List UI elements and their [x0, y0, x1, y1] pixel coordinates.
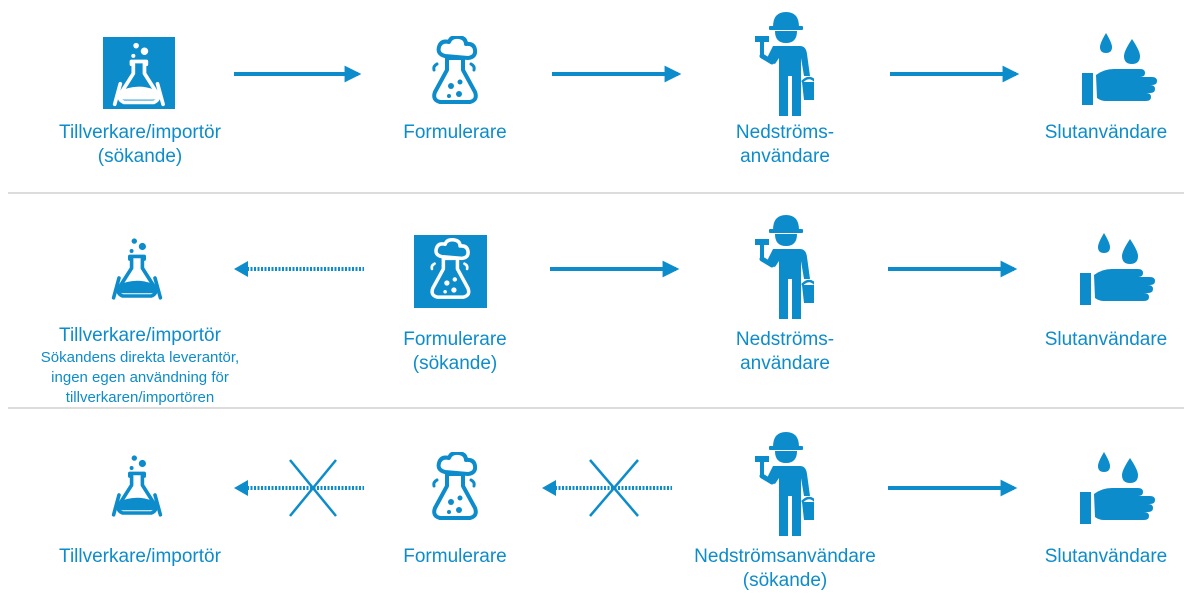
- hand-drops-icon: [1080, 233, 1155, 305]
- label-line: Slutanvändare: [1044, 122, 1168, 143]
- node-label-end-user: Slutanvändare: [1020, 328, 1192, 352]
- worker-icon: [754, 430, 814, 538]
- label-line: Tillverkare/importör: [59, 325, 221, 346]
- label-line: Tillverkare/importör: [59, 546, 221, 567]
- label-line: (sökande): [97, 146, 183, 167]
- flask-boxed-icon-inner: [112, 42, 165, 107]
- node-label-manufacturer: Tillverkare/importör: [10, 324, 270, 348]
- row-divider-1: [8, 192, 1184, 194]
- arrow-right: [552, 65, 682, 83]
- label-line: användare: [740, 353, 830, 374]
- arrow-left-dotted: [234, 261, 364, 277]
- node-label-formulator: Formulerare: [355, 545, 555, 569]
- label-line: Tillverkare/importör: [59, 122, 221, 143]
- label-line: (sökande): [742, 570, 828, 591]
- worker-icon: [754, 213, 814, 321]
- foaming-flask-icon: [431, 452, 478, 520]
- row-divider-2: [8, 407, 1184, 409]
- label-line: Slutanvändare: [1044, 546, 1168, 567]
- hand-drops-icon: [1080, 452, 1155, 524]
- arrow-right: [888, 260, 1018, 278]
- label-line: Nedströms-: [735, 122, 835, 143]
- label-line: Formulerare: [403, 546, 507, 567]
- label-line: Formulerare: [403, 122, 507, 143]
- node-label-downstream-user: Nedströmsanvändare (sökande): [660, 545, 910, 593]
- label-line: Formulerare: [403, 329, 507, 350]
- flask-icon: [111, 453, 163, 517]
- sublabel-line: Sökandens direkta leverantör,: [40, 349, 240, 366]
- node-label-downstream-user: Nedströms- användare: [685, 328, 885, 376]
- flask-icon: [111, 236, 163, 300]
- node-sublabel-manufacturer: Sökandens direkta leverantör, ingen egen…: [0, 348, 280, 408]
- worker-icon: [754, 10, 814, 118]
- node-label-end-user: Slutanvändare: [1020, 545, 1192, 569]
- label-line: Nedströmsanvändare: [694, 546, 876, 567]
- arrow-left-dotted-crossed: [542, 459, 672, 517]
- sublabel-line: ingen egen användning för: [51, 369, 229, 386]
- node-label-formulator: Formulerare (sökande): [355, 328, 555, 376]
- node-label-end-user: Slutanvändare: [1020, 121, 1192, 145]
- label-line: användare: [740, 146, 830, 167]
- arrow-right: [890, 65, 1020, 83]
- foaming-flask-icon: [431, 36, 478, 104]
- arrow-right: [234, 65, 362, 83]
- node-label-formulator: Formulerare: [355, 121, 555, 145]
- node-label-manufacturer: Tillverkare/importör (sökande): [20, 121, 260, 169]
- foaming-flask-boxed-icon: [414, 235, 487, 308]
- label-line: Slutanvändare: [1044, 329, 1168, 350]
- arrow-right: [888, 479, 1018, 497]
- node-label-manufacturer: Tillverkare/importör: [10, 545, 270, 569]
- label-line: (sökande): [412, 353, 498, 374]
- hand-drops-icon: [1082, 33, 1157, 105]
- arrow-left-dotted-crossed: [234, 459, 364, 517]
- label-line: Nedströms-: [735, 329, 835, 350]
- arrow-right: [550, 260, 680, 278]
- sublabel-line: tillverkaren/importören: [65, 389, 215, 406]
- node-label-downstream-user: Nedströms- användare: [685, 121, 885, 169]
